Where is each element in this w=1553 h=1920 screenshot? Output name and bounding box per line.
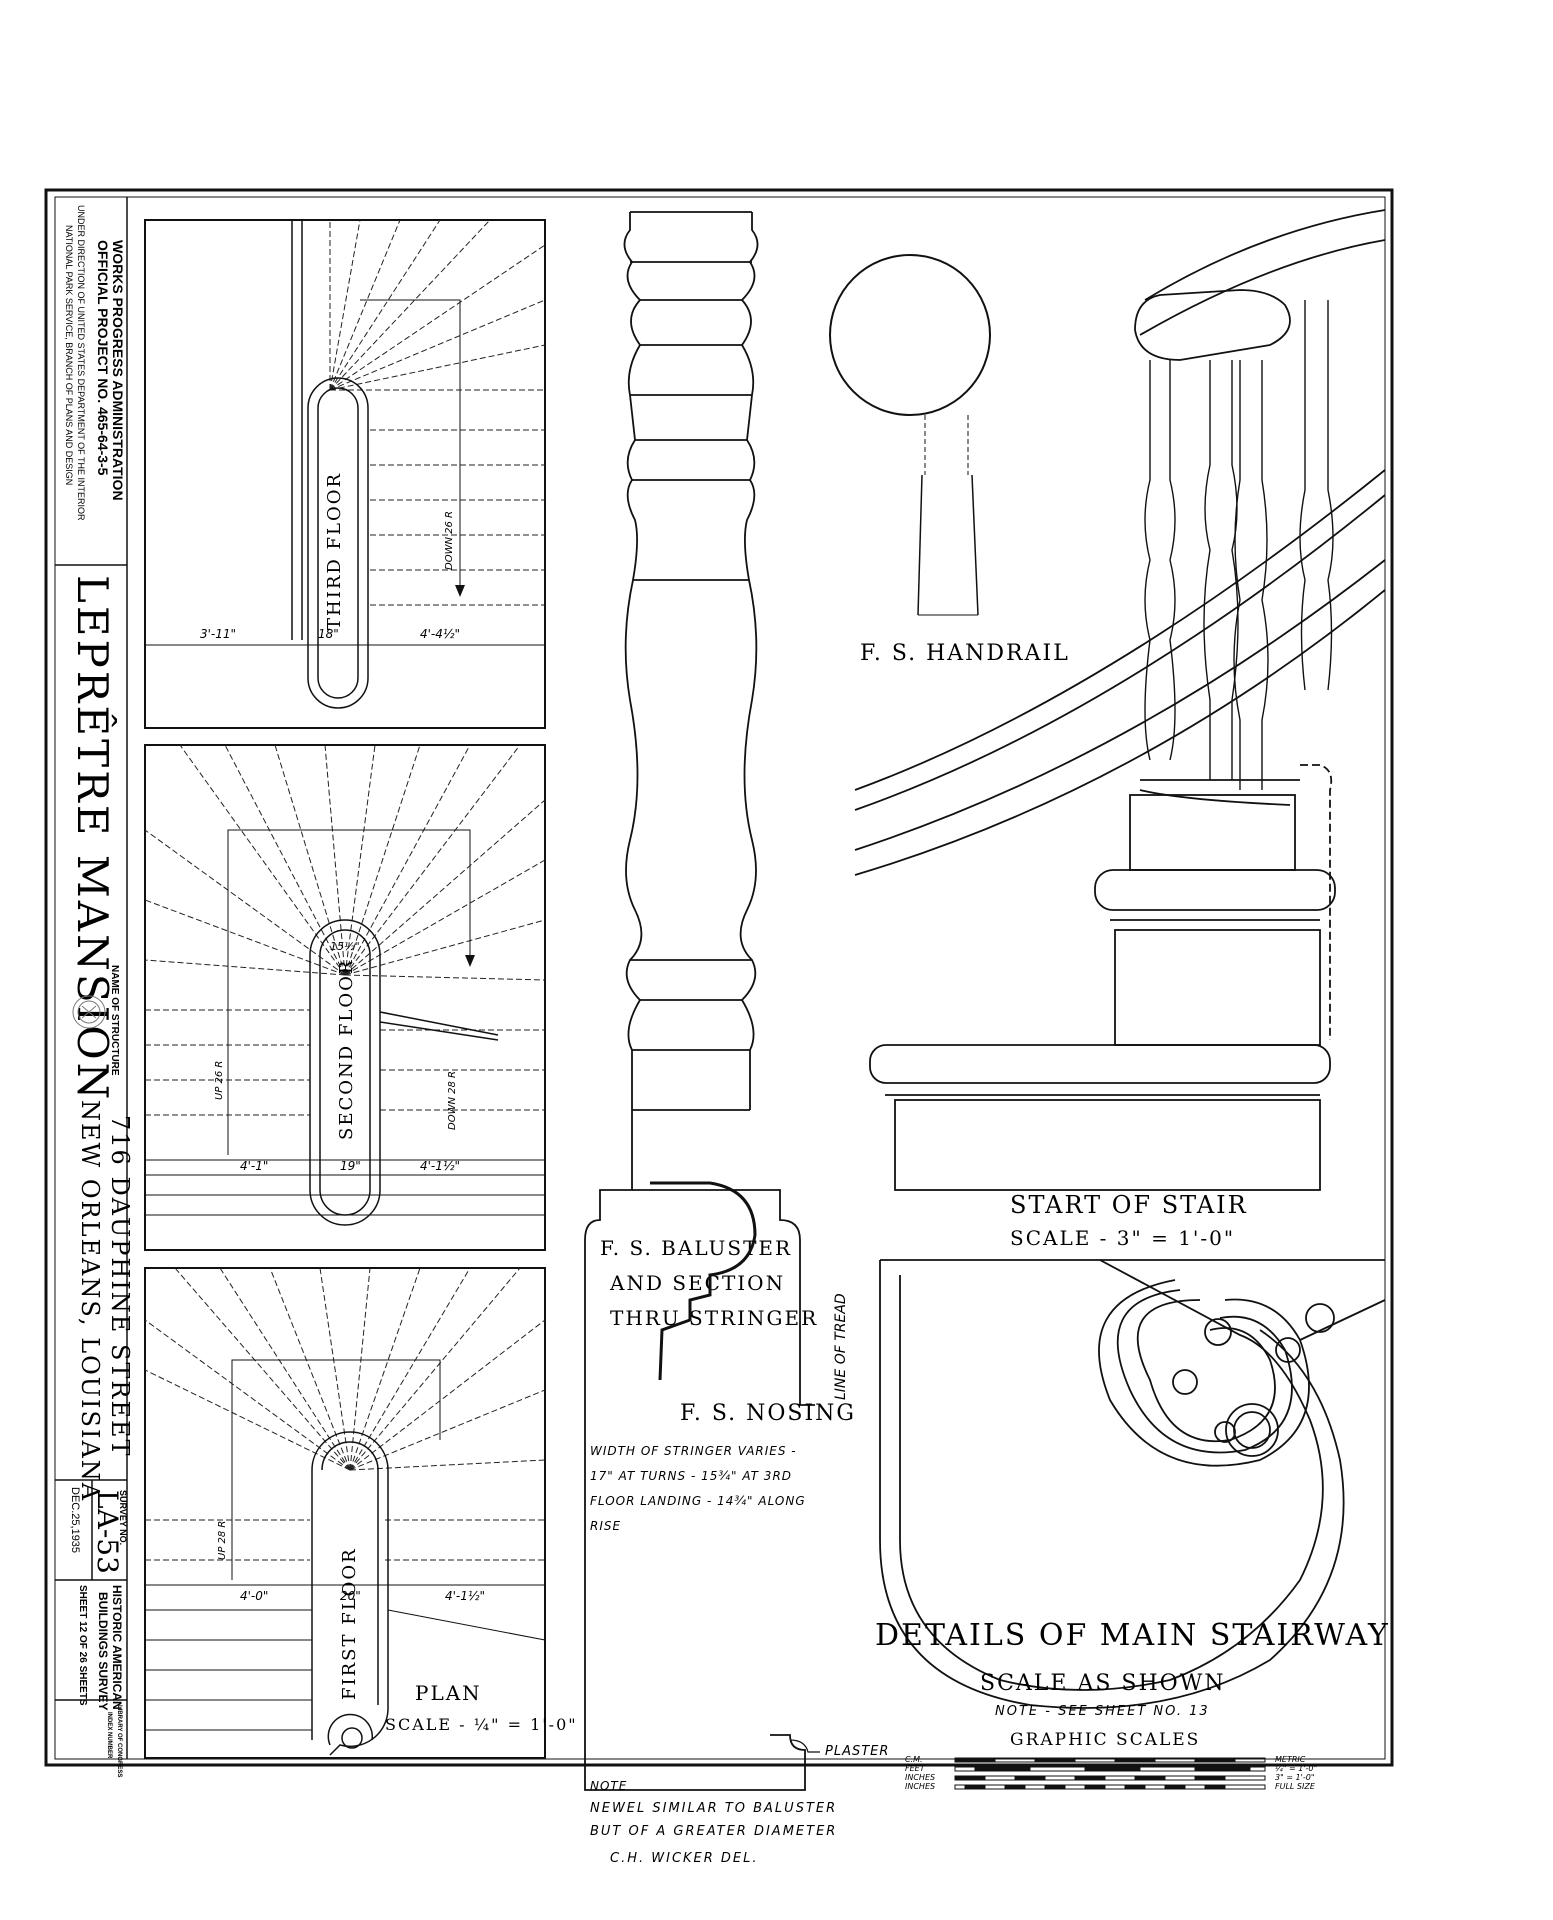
baluster-detail — [584, 211, 815, 1791]
nosing-detail — [650, 1181, 757, 1381]
address-line-1: 716 DAUPHINE STREET — [106, 1115, 134, 1458]
stringer-note-2: 17" AT TURNS - 15¾" AT 3RD — [590, 1469, 792, 1483]
scale-left-3: INCHES — [905, 1773, 935, 1782]
second-floor-dim-left: 4'-1" — [240, 1159, 268, 1173]
scale-right-1: METRIC — [1275, 1755, 1306, 1764]
first-floor-label: FIRST FLOOR — [339, 1547, 360, 1700]
plaster-leader — [789, 1739, 820, 1753]
scale-left-2: FEET — [905, 1764, 926, 1773]
first-floor-dim-left: 4'-0" — [240, 1589, 268, 1603]
agency-line-2: OFFICIAL PROJECT NO. 465-64-3-5 — [95, 240, 111, 476]
sheet-title-main: DETAILS OF MAIN STAIRWAY — [875, 1618, 1390, 1653]
newel-note-2: NEWEL SIMILAR TO BALUSTER — [590, 1801, 837, 1816]
survey-no: LA-53 — [91, 1490, 124, 1574]
sheet-title-note: NOTE - SEE SHEET NO. 13 — [995, 1704, 1210, 1719]
plaster-label: PLASTER — [825, 1744, 889, 1759]
agency-line-4: NATIONAL PARK SERVICE, BRANCH OF PLANS A… — [64, 225, 74, 485]
baluster-title-2: AND SECTION — [609, 1271, 785, 1295]
line-of-tread-label: LINE OF TREAD — [833, 1293, 849, 1400]
title-block: WORKS PROGRESS ADMINISTRATION OFFICIAL P… — [55, 197, 134, 1777]
survey-date: DEC.25,1935 — [69, 1487, 81, 1553]
start-of-stair-detail — [854, 209, 1386, 1191]
sheet-title-graphic: GRAPHIC SCALES — [1010, 1730, 1200, 1750]
second-floor-dim-top: 15½" — [330, 940, 360, 953]
scale-right-3: 3" = 1'-0" — [1275, 1773, 1315, 1782]
third-floor-dim-mid: 18" — [318, 627, 339, 641]
stringer-note-4: RISE — [590, 1519, 621, 1533]
plan-second-floor: SECOND FLOOR DOWN 28 R UP 26 R 15½" 4'-1… — [144, 744, 546, 1251]
loc-line-2: INDEX NUMBER — [106, 1712, 112, 1759]
nosing-title: F. S. NOSING — [680, 1401, 856, 1426]
agency-line-3: UNDER DIRECTION OF UNITED STATES DEPARTM… — [76, 205, 86, 521]
delineator: C.H. WICKER DEL. — [610, 1851, 759, 1866]
habs-seal-icon — [72, 995, 106, 1029]
third-floor-dim-left: 3'-11" — [200, 627, 236, 641]
agency-line-1: WORKS PROGRESS ADMINISTRATION — [110, 240, 126, 501]
scale-right-2: ¼" = 1'-0" — [1275, 1764, 1317, 1773]
name-of-structure-label: NAME OF STRUCTURE — [109, 965, 120, 1076]
plan-third-floor: THIRD FLOOR DOWN 26 R 3'-11" 18" 4'-4½" — [144, 219, 546, 729]
newel-note-1: NOTE — [590, 1779, 627, 1793]
survey-no-label: SURVEY NO. — [118, 1490, 128, 1545]
loc-line-1: LIBRARY OF CONGRESS — [116, 1705, 122, 1777]
baluster-title-1: F. S. BALUSTER — [600, 1236, 792, 1260]
sheet-title-scale: SCALE AS SHOWN — [980, 1671, 1226, 1696]
scale-right-4: FULL SIZE — [1275, 1782, 1316, 1791]
structure-name: LEPRÊTRE MANSION — [68, 575, 118, 1102]
third-floor-note: DOWN 26 R — [444, 511, 455, 570]
handrail-title: F. S. HANDRAIL — [860, 641, 1070, 666]
sheet-border — [44, 188, 1394, 1767]
third-floor-dim-right: 4'-4½" — [420, 627, 460, 641]
second-floor-label: SECOND FLOOR — [336, 959, 357, 1140]
first-floor-dim-right: 4'-1½" — [445, 1589, 485, 1603]
handrail-detail — [829, 254, 991, 616]
newel-scroll-plan — [879, 1259, 1386, 1709]
stringer-note-1: WIDTH OF STRINGER VARIES - — [590, 1444, 797, 1458]
plan-label: PLAN — [415, 1681, 482, 1705]
baluster-title-3: THRU STRINGER — [610, 1306, 818, 1330]
habs-line-2: BUILDINGS SURVEY — [96, 1592, 110, 1710]
third-floor-label: THIRD FLOOR — [324, 472, 345, 630]
habs-line-1: HISTORIC AMERICAN — [110, 1585, 124, 1710]
plan-first-floor: FIRST FLOOR UP 28 R 4'-0" 20" 4'-1½" PLA… — [144, 1267, 578, 1759]
start-scale: SCALE - 3" = 1'-0" — [1010, 1226, 1235, 1250]
stringer-note-3: FLOOR LANDING - 14¾" ALONG — [590, 1494, 806, 1508]
second-floor-dim-mid: 19" — [340, 1159, 361, 1173]
scale-left-1: C.M. — [905, 1755, 923, 1764]
address-line-2: NEW ORLEANS, LOUISIANA — [76, 1100, 104, 1502]
newel-note-3: BUT OF A GREATER DIAMETER — [590, 1824, 837, 1839]
second-floor-note-down: DOWN 28 R — [447, 1071, 458, 1130]
start-title: START OF STAIR — [1010, 1191, 1248, 1219]
plan-scale: SCALE - ¼" = 1'-0" — [385, 1715, 578, 1734]
scale-left-4: INCHES — [905, 1782, 935, 1791]
second-floor-dim-right: 4'-1½" — [420, 1159, 460, 1173]
second-floor-note-up: UP 26 R — [214, 1061, 225, 1100]
first-floor-note-up: UP 28 R — [217, 1521, 228, 1560]
graphic-scale-bars — [954, 1757, 1266, 1790]
first-floor-dim-mid: 20" — [340, 1589, 361, 1603]
sheet-number: SHEET 12 OF 26 SHEETS — [77, 1585, 88, 1706]
